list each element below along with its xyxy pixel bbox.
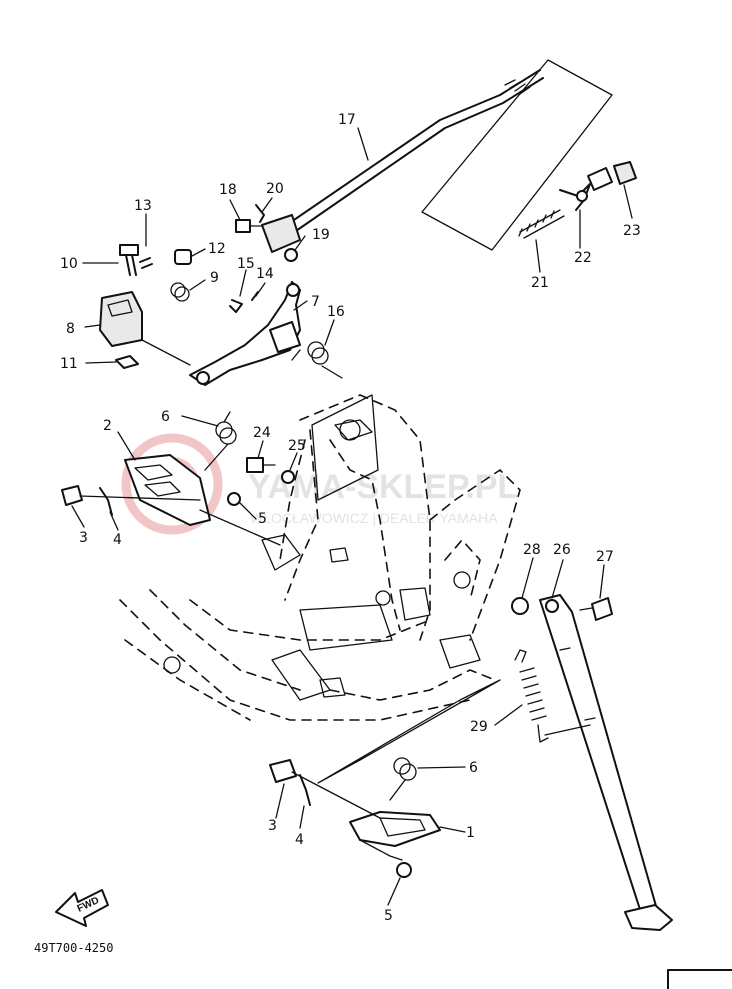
pin-14: [251, 291, 259, 301]
callout-17: 17: [338, 112, 356, 128]
clip-22: [559, 183, 591, 211]
callout-24: 24: [253, 425, 271, 441]
callout-4a: 4: [113, 532, 122, 548]
spring-9: [170, 282, 190, 302]
callout-12: 12: [208, 241, 226, 257]
collar-28: [511, 597, 529, 615]
callout-14: 14: [256, 266, 274, 282]
callout-6a: 6: [161, 409, 170, 425]
callout-26: 26: [553, 542, 571, 558]
nut-19: [284, 248, 298, 262]
washer-25: [281, 470, 295, 484]
pin-3b: [269, 759, 297, 783]
callout-8: 8: [66, 321, 75, 337]
rod-17: [261, 69, 544, 253]
callout-10: 10: [60, 256, 78, 272]
callout-23: 23: [623, 223, 641, 239]
callout-13: 13: [134, 198, 152, 214]
bolt-10: [119, 244, 139, 276]
callout-19: 19: [312, 227, 330, 243]
callout-27: 27: [596, 549, 614, 565]
callout-21: 21: [531, 275, 549, 291]
callout-22: 22: [574, 250, 592, 266]
callout-7: 7: [311, 294, 320, 310]
footrest-1: [349, 811, 441, 861]
frame-outline: [119, 394, 521, 721]
bracket-8: [99, 291, 191, 366]
washer-5b: [396, 862, 412, 878]
callout-9: 9: [210, 270, 219, 286]
leader-lines: [71, 127, 633, 906]
clevis-23: [587, 161, 637, 191]
callout-11: 11: [60, 356, 78, 372]
collar-12: [174, 249, 192, 265]
spring-29: [514, 649, 591, 743]
bolt-24: [246, 457, 276, 473]
fwd-arrow-icon: FWD: [55, 889, 109, 927]
callout-3a: 3: [79, 530, 88, 546]
washer-5a: [227, 492, 241, 506]
callout-3b: 3: [268, 818, 277, 834]
spring-21: [518, 209, 565, 239]
cotter-4b: [299, 774, 311, 806]
watermark-logo-ring: [121, 433, 223, 535]
part-code: 49T700-4250: [34, 941, 113, 955]
nut-11: [115, 355, 139, 369]
callout-16: 16: [327, 304, 345, 320]
bolt-18: [235, 219, 263, 233]
sidestand-26: [539, 594, 673, 931]
callout-5a: 5: [258, 511, 267, 527]
spring-16: [291, 341, 343, 379]
callouts: 17 18 20 19 21 22 23 13 12 9 10 8 11 15 …: [60, 112, 641, 924]
pin-3a: [61, 485, 83, 506]
leader-left-footrest: [79, 495, 281, 546]
spring-6b: [389, 757, 417, 801]
callout-5b: 5: [384, 908, 393, 924]
spring-6a: [204, 411, 237, 471]
bolt-27: [579, 597, 613, 621]
callout-29: 29: [470, 719, 488, 735]
leader-right-footrest: [291, 771, 381, 819]
brake-pedal-7: [189, 281, 301, 386]
clip-15: [229, 299, 243, 313]
pin-13: [139, 257, 153, 269]
footrest-2: [124, 454, 211, 526]
callout-28: 28: [523, 542, 541, 558]
callout-25: 25: [288, 438, 306, 454]
callout-20: 20: [266, 181, 284, 197]
callout-6b: 6: [469, 760, 478, 776]
pin-20: [255, 204, 265, 223]
cotter-4a: [99, 487, 113, 516]
callout-4b: 4: [295, 832, 304, 848]
corner-mark: [667, 969, 732, 989]
callout-15: 15: [237, 256, 255, 272]
callout-1: 1: [466, 825, 475, 841]
callout-2: 2: [103, 418, 112, 434]
guide-lines: [311, 59, 613, 784]
callout-18: 18: [219, 182, 237, 198]
